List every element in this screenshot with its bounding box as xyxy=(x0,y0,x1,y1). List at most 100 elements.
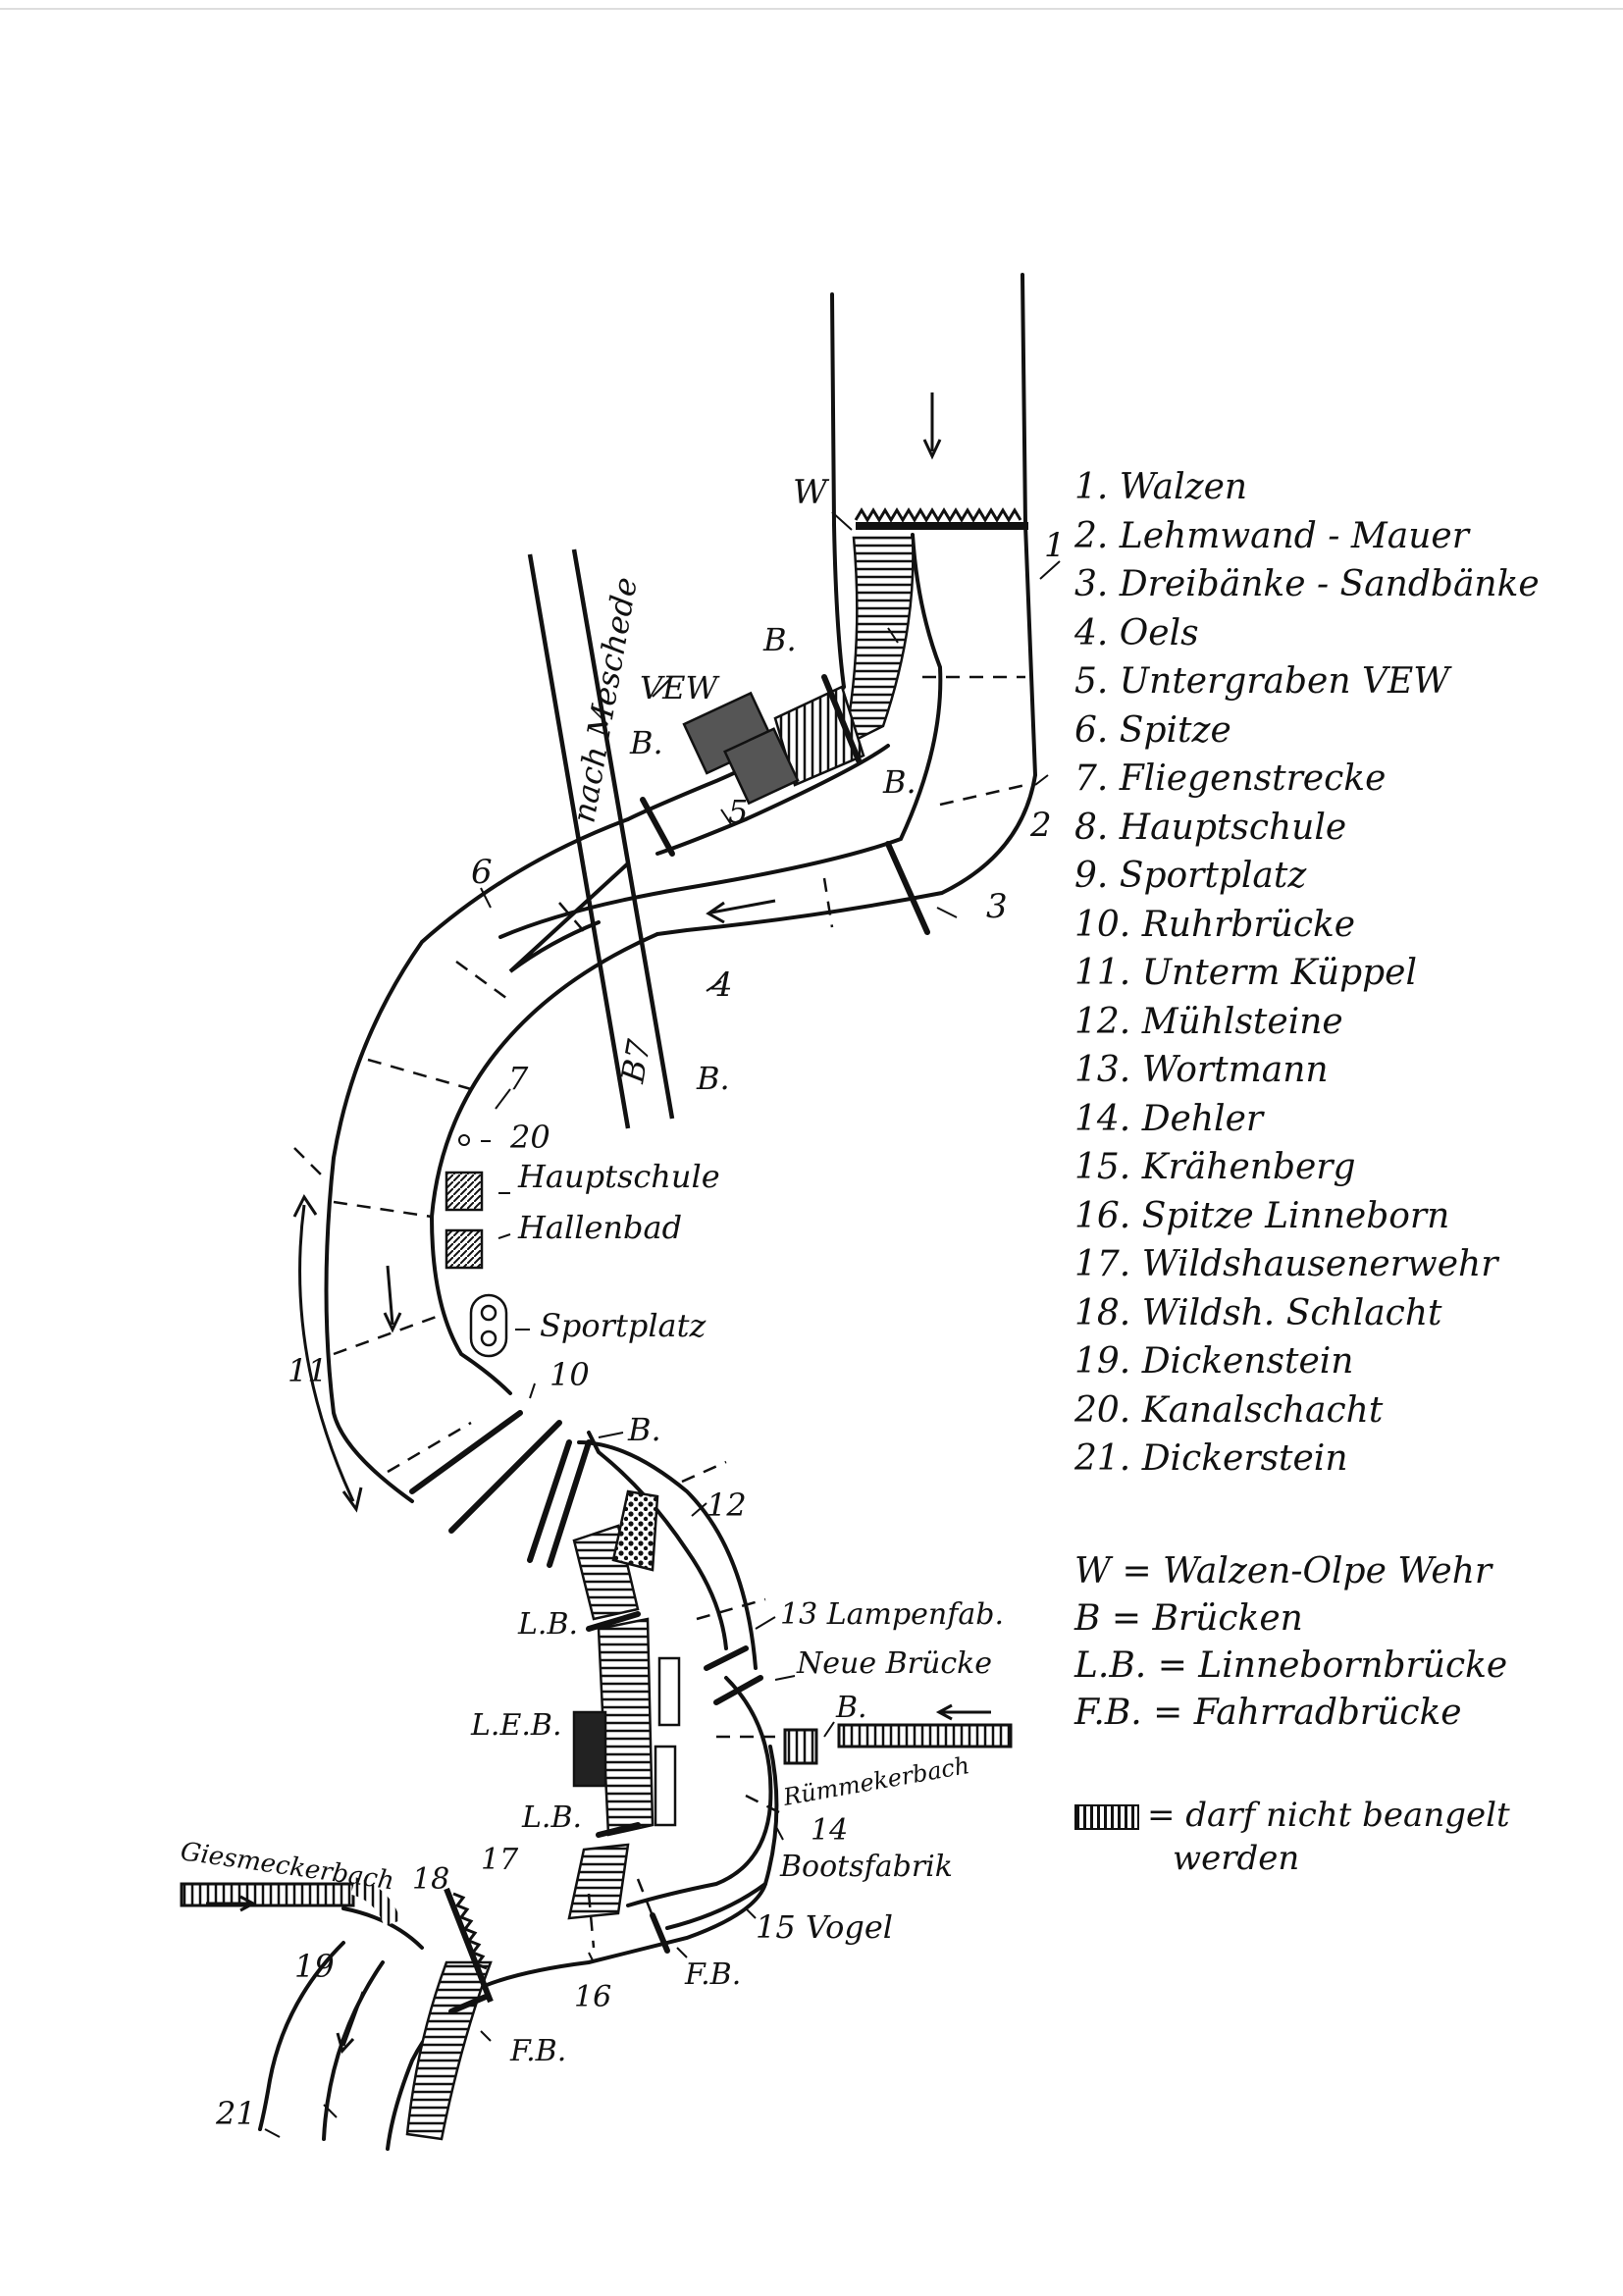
legend-item: 12. Mühlsteine xyxy=(1074,1001,1343,1042)
river-right-bank-mid xyxy=(577,1440,758,1670)
label-n11: 11 xyxy=(288,1352,328,1389)
flow-arrow-oels xyxy=(706,899,776,924)
label-neue-bruecke: Neue Brücke xyxy=(796,1646,992,1681)
legend-item: 2. Lehmwand - Mauer xyxy=(1074,515,1469,556)
bridge-b-vew xyxy=(640,797,675,857)
road-b7-right xyxy=(571,548,675,1120)
river-bank-12-13 xyxy=(587,1431,728,1650)
bridge-neue-2 xyxy=(704,1645,749,1671)
wildshausen-weir-teeth xyxy=(452,1892,488,1970)
no-fishing-walzen xyxy=(842,536,915,749)
bridge-lb-upper xyxy=(586,1611,641,1632)
label-vogel: 15 Vogel xyxy=(756,1908,893,1946)
legend-item: 18. Wildsh. Schlacht xyxy=(1074,1292,1442,1333)
legend-item: 4. Oels xyxy=(1074,612,1199,653)
label-n21: 21 xyxy=(215,2095,256,2132)
legend-item: 7. Fliegenstrecke xyxy=(1074,758,1387,799)
abbreviation-key: W = Walzen-Olpe Wehr B = Brücken L.B. = … xyxy=(1074,1548,1585,1737)
label-w: W xyxy=(793,473,830,512)
legend-item: 21. Dickerstein xyxy=(1074,1438,1348,1479)
no-fishing-bottom xyxy=(405,1960,493,2141)
bridge-b-right xyxy=(885,841,930,935)
leb-structure-2 xyxy=(654,1745,677,1827)
bridge-ruhr-4 xyxy=(547,1439,592,1568)
flow-arrow-ruemmeker xyxy=(935,1703,991,1721)
bridge-ruhr-1 xyxy=(409,1410,523,1494)
river-bottom-left xyxy=(258,1941,345,2131)
legend-item: 1. Walzen xyxy=(1074,467,1248,507)
wildshausen-weir xyxy=(444,1887,494,2004)
legend-item: 9. Sportplatz xyxy=(1074,856,1307,896)
river-left-bank-outer xyxy=(324,817,630,1503)
label-n5: 5 xyxy=(728,793,748,830)
leb-building xyxy=(572,1710,607,1788)
label-n1: 1 xyxy=(1044,526,1066,565)
leb-structure xyxy=(657,1656,681,1727)
label-b-ruhr: B. xyxy=(627,1411,661,1448)
label-n14: 14 xyxy=(811,1813,848,1848)
flow-arrow-giesmecker xyxy=(206,1895,257,1912)
bridge-fb-2 xyxy=(448,1994,489,2014)
legend-item: 5. Untergraben VEW xyxy=(1074,661,1450,702)
label-fb-right: F.B. xyxy=(684,1957,741,1992)
kanalschacht-point xyxy=(458,1134,470,1146)
legend-item: 17. Wildshausenerwehr xyxy=(1074,1244,1498,1284)
label-bootsfabrik: Bootsfabrik xyxy=(779,1850,953,1884)
legend-item: 14. Dehler xyxy=(1074,1098,1264,1139)
label-road: nach Meschede xyxy=(564,574,644,825)
abbreviation-item: L.B. = Linnebornbrücke xyxy=(1074,1645,1508,1686)
ruemmekerbach xyxy=(783,1723,1013,1765)
bridge-lb-lower xyxy=(596,1822,641,1838)
legend-item: 8. Hauptschule xyxy=(1074,807,1347,848)
no-fishing-17 xyxy=(567,1843,630,1920)
label-n3: 3 xyxy=(986,887,1008,926)
label-n19: 19 xyxy=(294,1948,335,1985)
no-fishing-text: = darf nicht beangelt xyxy=(1147,1796,1510,1835)
vew-building-2 xyxy=(723,727,800,806)
label-n17: 17 xyxy=(481,1843,519,1877)
bridge-neue xyxy=(713,1675,763,1705)
canal-right-bank xyxy=(1021,273,1027,527)
flow-arrow-bottom xyxy=(336,1991,365,2055)
bridge-ruhr-2 xyxy=(448,1420,562,1534)
label-n16: 16 xyxy=(574,1980,611,2014)
label-b-road: B. xyxy=(696,1060,730,1097)
bridge-fb-1 xyxy=(650,1912,670,1954)
abbreviation-item: F.B. = Fahrradbrücke xyxy=(1074,1693,1462,1733)
legend-item: 11. Unterm Küppel xyxy=(1074,953,1417,993)
abbreviation-item: B = Brücken xyxy=(1074,1598,1303,1639)
bridge-ruhr-3 xyxy=(527,1439,572,1563)
label-n18: 18 xyxy=(412,1862,449,1897)
legend-item: 15. Krähenberg xyxy=(1074,1147,1356,1187)
legend-item: 3. Dreibänke - Sandbänke xyxy=(1074,564,1540,604)
label-n6: 6 xyxy=(471,853,493,892)
hallenbad-building xyxy=(445,1228,484,1270)
river-right-bank-lower2 xyxy=(665,1745,779,1930)
flow-arrow-left xyxy=(383,1265,402,1333)
label-leb: L.E.B. xyxy=(470,1708,561,1743)
scan-edge xyxy=(0,8,1623,10)
label-fb-left: F.B. xyxy=(509,2034,566,2068)
river-lower-right xyxy=(469,1882,767,1994)
flow-arrow-canal xyxy=(922,392,942,460)
label-hallenbad: Hallenbad xyxy=(517,1209,682,1246)
canal-left-bank xyxy=(830,292,846,689)
label-n12: 12 xyxy=(707,1487,747,1524)
label-hauptschule: Hauptschule xyxy=(517,1158,720,1195)
label-n7: 7 xyxy=(508,1060,529,1097)
road-b7-left xyxy=(527,553,631,1129)
bridge-b-upper xyxy=(821,674,862,763)
no-fishing-key: = darf nicht beangelt werden xyxy=(1074,1794,1585,1880)
legend-item: 6. Spitze xyxy=(1074,709,1231,751)
legend-item: 10. Ruhrbrücke xyxy=(1074,904,1356,945)
walzen-weir-teeth xyxy=(854,507,1022,523)
sportplatz-field xyxy=(469,1293,508,1358)
spitze-spur xyxy=(508,861,630,973)
hauptschule-building xyxy=(445,1171,484,1212)
vew-channel-lower xyxy=(655,744,890,856)
label-n2: 2 xyxy=(1029,806,1052,845)
label-b-vew: B. xyxy=(629,724,663,761)
label-sportplatz: Sportplatz xyxy=(540,1307,707,1344)
label-lb-lower: L.B. xyxy=(521,1800,582,1835)
label-b-ruemmeker: B. xyxy=(835,1691,867,1725)
